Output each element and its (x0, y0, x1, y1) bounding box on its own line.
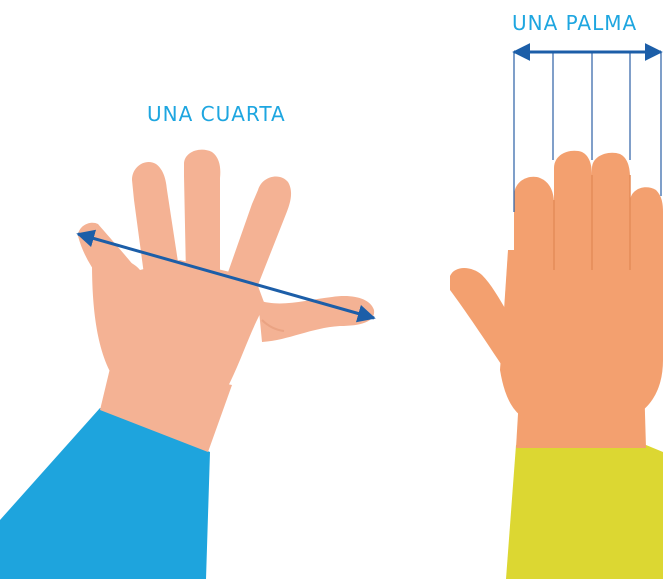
right-thumb (450, 268, 520, 370)
cuarta-label: UNA CUARTA (147, 102, 286, 126)
flat-hand-illustration (450, 150, 663, 579)
left-ring-finger (132, 161, 180, 282)
right-index-finger (514, 176, 554, 270)
palma-label: UNA PALMA (512, 11, 638, 35)
finger-guides (513, 52, 662, 212)
right-middle-finger (554, 150, 592, 270)
right-pinky-finger (630, 187, 663, 270)
left-middle-finger (184, 149, 221, 275)
right-ring-finger (592, 152, 630, 270)
left-index-finger (226, 176, 292, 290)
double-arrow-icon (76, 229, 376, 323)
left-sleeve (0, 408, 210, 579)
spread-hand-illustration (0, 149, 375, 579)
right-sleeve (506, 445, 663, 579)
right-palm (500, 250, 663, 424)
